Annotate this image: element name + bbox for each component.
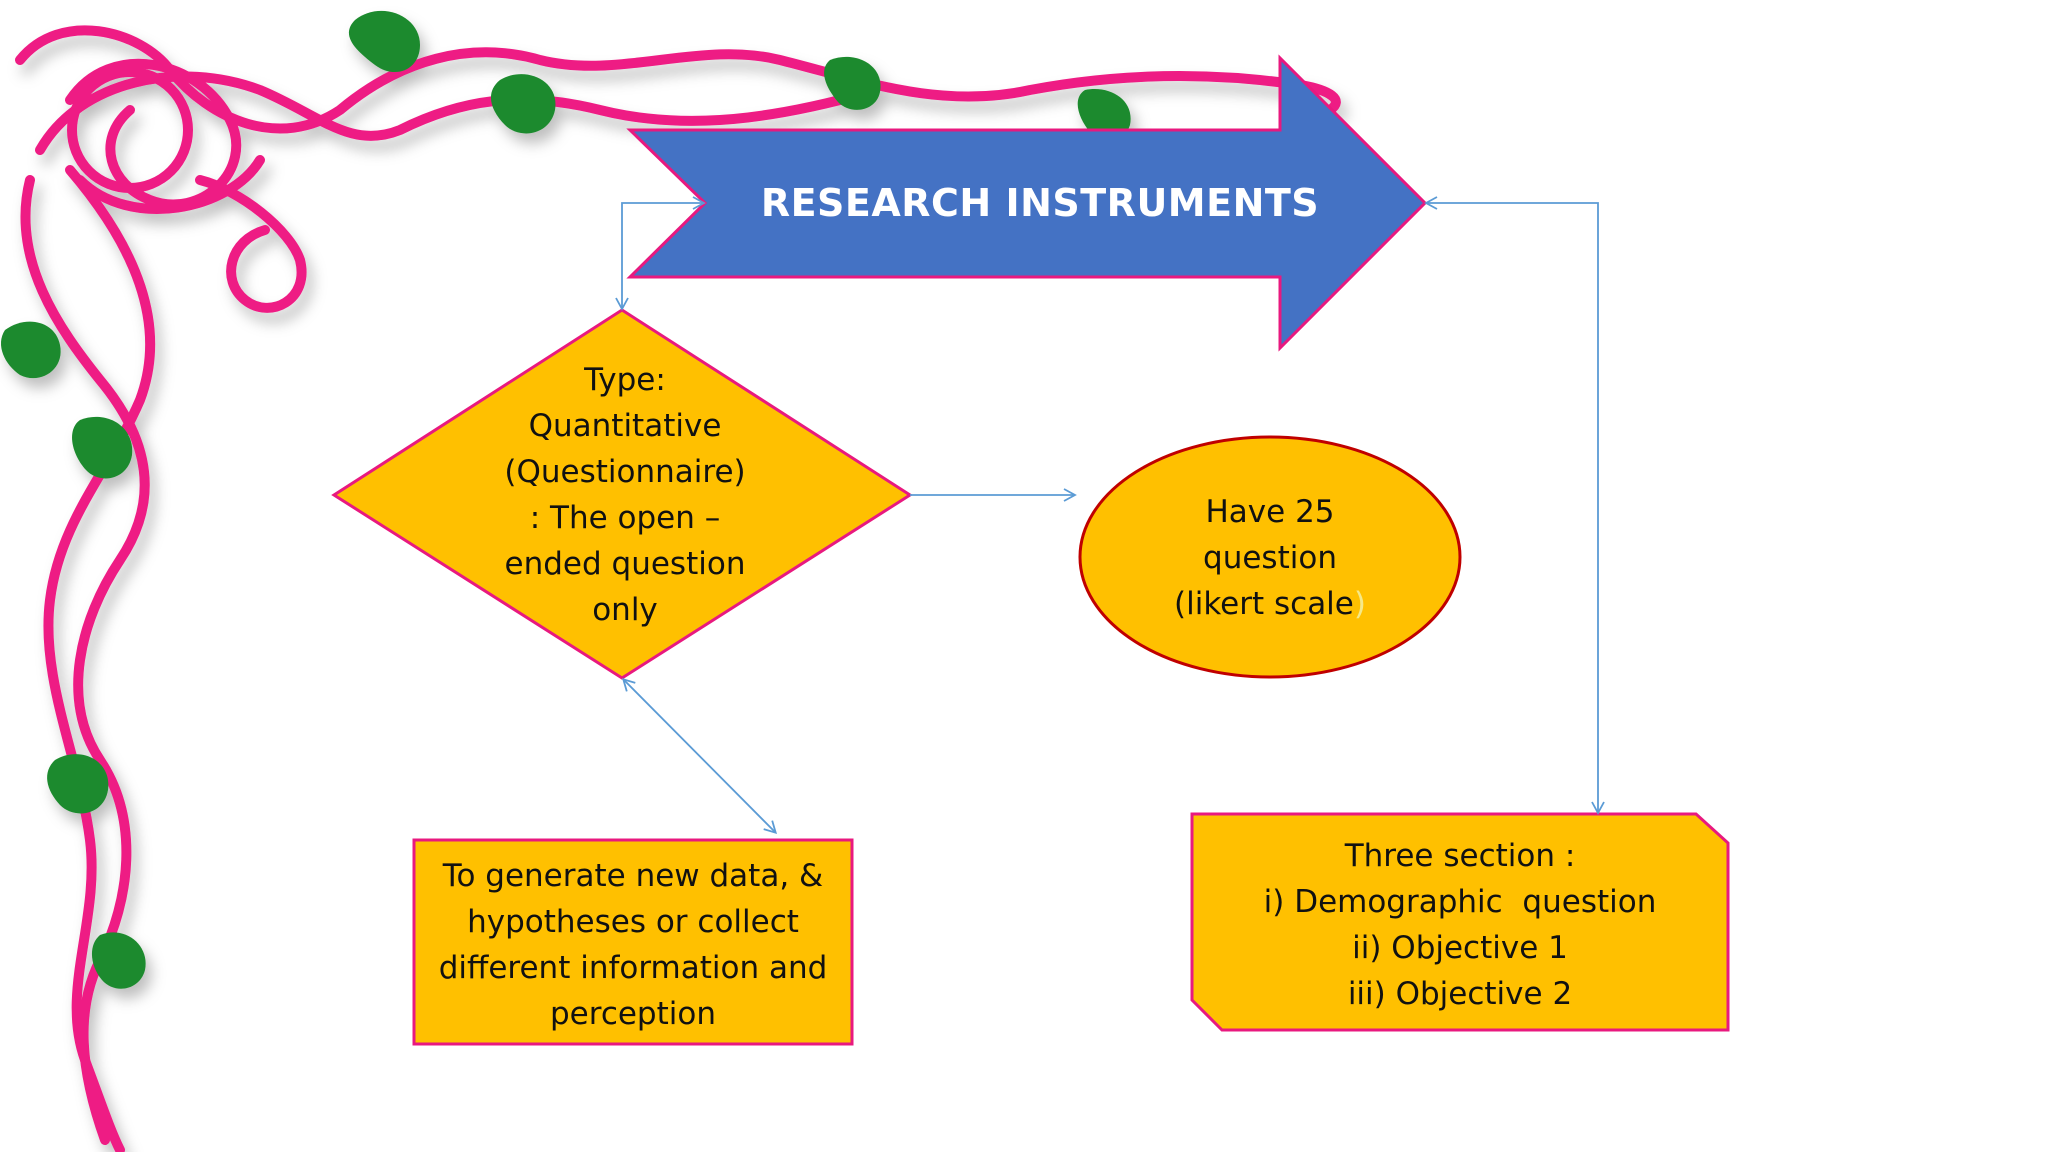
title-label: RESEARCH INSTRUMENTS: [760, 181, 1320, 225]
pink-celtic-vine-border-icon: [0, 10, 1341, 1152]
sections-line: Three section :: [1344, 838, 1576, 874]
connector-title-to-diamond: [615, 196, 706, 311]
diamond-line: (Questionnaire): [504, 454, 746, 490]
purpose-box-shape: [412, 838, 854, 1046]
diamond-line: only: [592, 592, 658, 628]
ellipse-closing-paren: ): [1353, 586, 1366, 622]
purpose-line: hypotheses or collect: [467, 904, 799, 940]
connector-title-to-sections: [1424, 196, 1605, 815]
ellipse-line-3-text: (likert scale: [1174, 586, 1354, 622]
questions-ellipse-text: Have 25 question (likert scale): [1090, 487, 1450, 629]
sections-line: iii) Objective 2: [1347, 976, 1573, 1012]
page-title: RESEARCH INSTRUMENTS: [700, 170, 1380, 236]
sections-line: i) Demographic question: [1263, 884, 1657, 920]
purpose-line: To generate new data, &: [442, 858, 824, 894]
purpose-box-text: To generate new data, & hypotheses or co…: [414, 845, 852, 1045]
diamond-line: Type:: [584, 362, 666, 398]
ellipse-line: question: [1203, 540, 1337, 576]
diamond-line: Quantitative: [528, 408, 722, 444]
connector-diamond-to-purpose: [621, 677, 778, 835]
ellipse-line: Have 25: [1205, 494, 1335, 530]
sections-box-shape: [1190, 812, 1730, 1032]
ellipse-line-3: (likert scale): [1174, 581, 1366, 627]
sections-line: ii) Objective 1: [1352, 930, 1568, 966]
diamond-line: ended question: [504, 546, 746, 582]
purpose-line: perception: [550, 996, 716, 1032]
type-diamond-text: Type: Quantitative (Questionnaire) : The…: [380, 355, 870, 635]
sections-box-text: Three section : i) Demographic question …: [1192, 825, 1728, 1025]
purpose-line: different information and: [438, 950, 828, 986]
diamond-line: : The open –: [529, 500, 721, 536]
